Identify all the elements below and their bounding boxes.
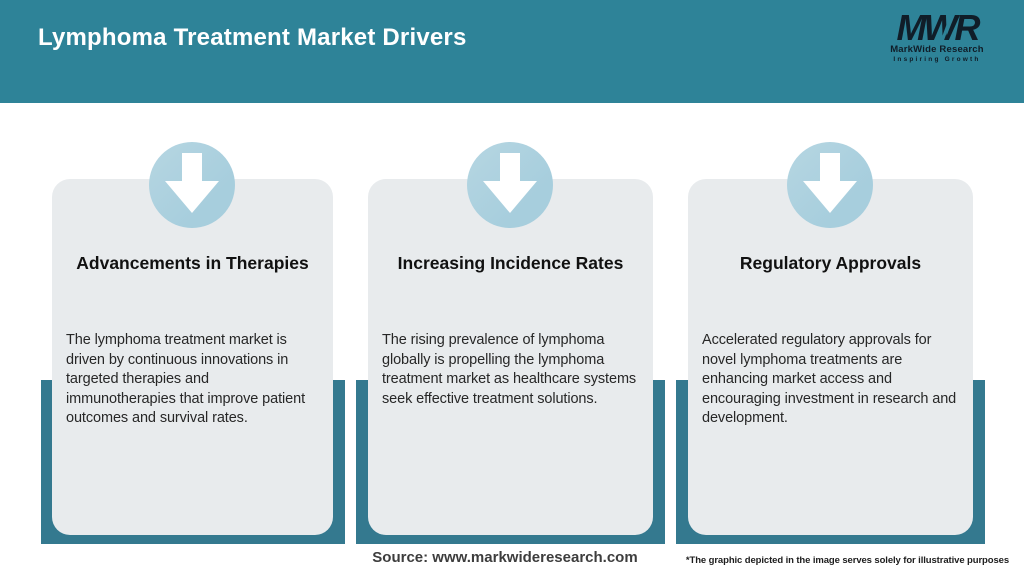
card-description: Accelerated regulatory approvals for nov… [702, 332, 957, 426]
logo-tagline: Inspiring Growth [893, 56, 981, 63]
card-description: The rising prevalence of lymphoma global… [382, 332, 637, 407]
source-text: Source: www.markwideresearch.com [372, 549, 638, 566]
logo-company-name: MarkWide Research [890, 44, 984, 55]
down-arrow-icon [803, 153, 857, 213]
driver-card: Advancements in Therapies The lymphoma t… [52, 179, 333, 535]
brand-logo: MWR MarkWide Research Inspiring Growth [872, 7, 1002, 64]
page-title: Lymphoma Treatment Market Drivers [38, 24, 467, 51]
disclaimer-text: *The graphic depicted in the image serve… [685, 555, 1009, 566]
logo-acronym-text: MWR [896, 7, 981, 48]
driver-card: Increasing Incidence Rates The rising pr… [368, 179, 653, 535]
logo-acronym: MWR [896, 7, 981, 48]
card-title: Advancements in Therapies [76, 253, 309, 273]
card-description: The lymphoma treatment market is driven … [66, 332, 305, 426]
icon-circle [467, 142, 553, 228]
icon-circle [787, 142, 873, 228]
card-title: Regulatory Approvals [739, 253, 922, 273]
down-arrow-icon [483, 153, 537, 213]
card-title: Increasing Incidence Rates [397, 253, 624, 273]
down-arrow-icon [165, 153, 219, 213]
driver-card: Regulatory Approvals Accelerated regulat… [688, 179, 973, 535]
icon-circle [149, 142, 235, 228]
header-bar: Lymphoma Treatment Market Drivers MWR Ma… [0, 0, 1024, 103]
